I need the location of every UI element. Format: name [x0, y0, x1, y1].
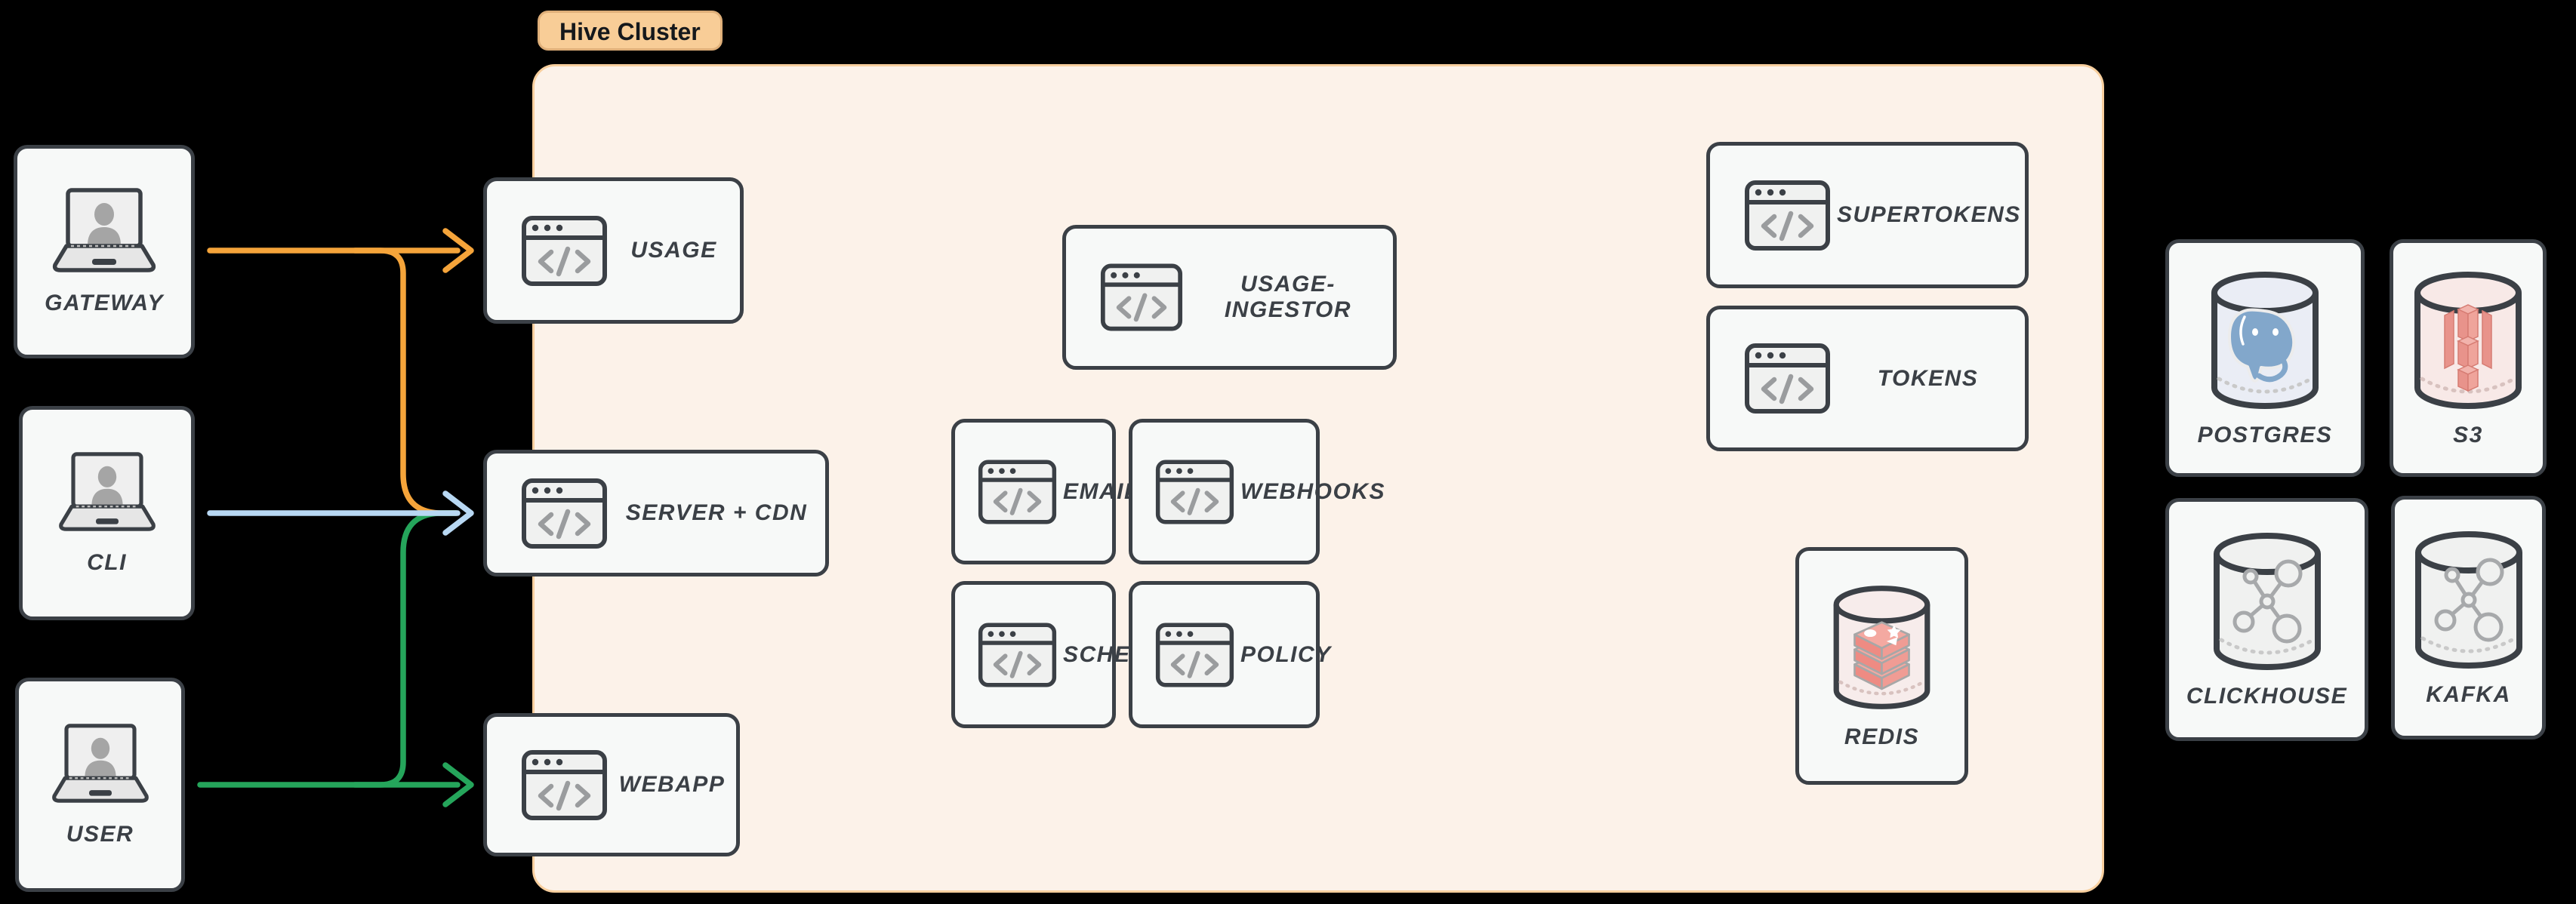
node-webhooks: WEBHOOKS: [1129, 419, 1385, 564]
node-tokens-label: TOKENS: [1877, 365, 1979, 391]
node-usage: USAGE: [483, 177, 744, 324]
node-webapp-label: WEBAPP: [618, 772, 726, 797]
node-emails: EMAILS: [951, 419, 1154, 564]
code-window-icon: [521, 215, 608, 287]
node-usage-label: USAGE: [630, 238, 717, 263]
laptop-user-icon: [51, 450, 164, 533]
node-s3-label: S3: [2453, 422, 2483, 447]
node-supertokens: SUPERTOKENS: [1706, 142, 2029, 288]
redis-database-icon: [1831, 583, 1933, 712]
code-window-icon: [521, 749, 608, 821]
laptop-user-icon: [44, 187, 165, 274]
code-window-icon: [1744, 343, 1831, 414]
edge-gateway-server-cdn: [352, 248, 459, 516]
node-webhooks-label: WEBHOOKS: [1240, 478, 1385, 504]
code-window-icon: [1155, 621, 1234, 689]
laptop-user-icon: [44, 722, 157, 805]
node-postgres-label: POSTGRES: [2197, 422, 2333, 447]
node-gateway: GATEWAY: [14, 145, 195, 358]
node-schema: SCHEMA: [951, 581, 1167, 728]
arrowhead-gateway-usage: [442, 228, 474, 273]
node-usage-ingestor-label: USAGE-INGESTOR: [1224, 272, 1352, 322]
node-server-cdn-label: SERVER + CDN: [625, 500, 808, 525]
hive-cluster-label: Hive Cluster: [538, 11, 723, 51]
node-redis-label: REDIS: [1844, 724, 1920, 749]
node-s3: S3: [2390, 239, 2547, 477]
arrowhead-cli-server-cdn: [442, 490, 474, 536]
node-kafka-label: KAFKA: [2426, 681, 2511, 707]
molecule-database-icon: [2412, 528, 2525, 672]
code-window-icon: [978, 458, 1057, 526]
node-clickhouse-label: CLICKHOUSE: [2186, 684, 2348, 709]
edge-user-server-cdn: [352, 510, 459, 788]
s3-database-icon: [2411, 269, 2525, 412]
code-window-icon: [1155, 458, 1234, 526]
node-tokens: TOKENS: [1706, 306, 2029, 451]
node-supertokens-label: SUPERTOKENS: [1837, 202, 2021, 227]
postgres-database-icon: [2208, 269, 2322, 412]
node-cli-label: CLI: [87, 550, 127, 575]
node-user-label: USER: [66, 822, 134, 847]
node-kafka: KAFKA: [2391, 496, 2546, 739]
arrowhead-user-webapp: [442, 762, 474, 807]
code-window-icon: [521, 478, 608, 549]
node-webapp: WEBAPP: [483, 713, 740, 856]
node-policy: POLICY: [1129, 581, 1330, 728]
node-postgres: POSTGRES: [2165, 239, 2365, 477]
node-clickhouse: CLICKHOUSE: [2165, 498, 2368, 741]
node-user: USER: [15, 678, 185, 892]
molecule-database-icon: [2211, 530, 2324, 673]
node-gateway-label: GATEWAY: [45, 291, 164, 315]
node-usage-ingestor: USAGE-INGESTOR: [1062, 225, 1397, 370]
code-window-icon: [1100, 263, 1183, 332]
code-window-icon: [1744, 180, 1831, 251]
code-window-icon: [978, 621, 1057, 689]
node-server-cdn: SERVER + CDN: [483, 450, 829, 577]
node-policy-label: POLICY: [1240, 641, 1332, 667]
node-cli: CLI: [19, 406, 195, 620]
node-redis: REDIS: [1795, 547, 1968, 785]
